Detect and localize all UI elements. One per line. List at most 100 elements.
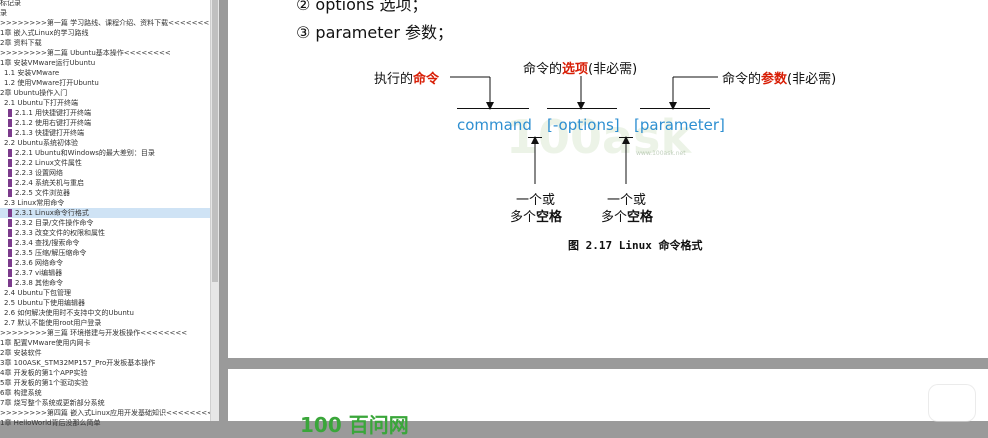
label-options: 命令的选项(非必需) [523,62,638,77]
toc-item[interactable]: 2.2.1 Ubuntu和Windows的最大差别：目录 [0,148,210,158]
toc-item-label: 4章 开发板的第1个APP实验 [0,369,88,377]
toc-item-label: 2.2.5 文件浏览器 [15,189,71,197]
toc-item[interactable]: 3章 100ASK_STM32MP157_Pro开发板基本操作 [0,358,210,368]
space-label-2-line2: 多个空格 [601,210,654,225]
toc-item[interactable]: 6章 构建系统 [0,388,210,398]
toc-item[interactable]: 2.2.5 文件浏览器 [0,188,210,198]
toc-item-label: 2.2.4 系统关机与重启 [15,179,85,187]
toc-item[interactable]: 2.4 Ubuntu下包管理 [0,288,210,298]
toc-item[interactable]: 2.3.8 其他命令 [0,278,210,288]
toc-item[interactable]: 1章 HelloWorld背后没那么简单 [0,418,210,428]
bookmark-icon [8,159,12,167]
toc-item[interactable]: 2.2.3 设置网络 [0,168,210,178]
toc-item[interactable]: 2.3.2 目录/文件操作命令 [0,218,210,228]
toc-item[interactable]: 2.1 Ubuntu下打开终端 [0,98,210,108]
toc-item[interactable]: 2.1.2 使用右键打开终端 [0,118,210,128]
space-label-2-line1: 一个或 [607,193,647,208]
toc-item-label: 2.1 Ubuntu下打开终端 [4,99,78,107]
parameter-line: ③ parameter 参数； [296,23,453,42]
toc-item[interactable]: 2.3.1 Linux命令行格式 [0,208,210,218]
toc-item[interactable]: 2.3.4 查找/搜索命令 [0,238,210,248]
label-command: 执行的命令 [374,72,440,87]
options-text: [-options] [547,116,620,134]
sidebar-scrollbar-thumb[interactable] [212,0,218,282]
toc-item[interactable]: 1.1 安装VMware [0,68,210,78]
toc-item-label: 录 [0,9,7,17]
toc-item[interactable]: >>>>>>>>第三篇 环境搭建与开发板操作<<<<<<<< [0,328,210,338]
bookmark-icon [8,239,12,247]
toc-item[interactable]: 标记录 [0,0,210,8]
toc-item[interactable]: 2.2.2 Linux文件属性 [0,158,210,168]
toc-item-label: >>>>>>>>第一篇 学习路线、课程介绍、资料下载<<<<<<<< [0,19,216,27]
toc-item-label: 2.4 Ubuntu下包管理 [4,289,71,297]
bookmark-icon [8,259,12,267]
toc-item-label: 2.1.1 用快捷键打开终端 [15,109,92,117]
next-page: 100 百问网 [228,369,988,437]
toc-item[interactable]: 1章 配置VMware使用内网卡 [0,338,210,348]
toc-item[interactable]: >>>>>>>>第四篇 嵌入式Linux应用开发基础知识<<<<<<<< [0,408,213,418]
toc-item-label: 2.2.3 设置网络 [15,169,64,177]
bookmark-icon [8,279,12,287]
toc-item[interactable]: 1.2 使用VMware打开Ubuntu [0,78,210,88]
toc-item-label: 1章 配置VMware使用内网卡 [0,339,91,347]
options-bar [547,108,617,109]
toc-item[interactable]: 2.2.4 系统关机与重启 [0,178,210,188]
toc-item[interactable]: 2.5 Ubuntu下使用编辑器 [0,298,210,308]
toc-item-label: >>>>>>>>第三篇 环境搭建与开发板操作<<<<<<<< [0,329,188,337]
command-text: command [457,116,532,134]
bookmark-icon [8,219,12,227]
bookmark-icon [8,229,12,237]
toc-item-label: 2.5 Ubuntu下使用编辑器 [4,299,85,307]
parameter-bar [640,108,710,109]
toc-item[interactable]: 7章 烧写整个系统或更新部分系统 [0,398,210,408]
watermark-url: www.100ask.net [636,150,686,157]
space-label-1-line1: 一个或 [516,193,556,208]
toc-item-label: 2章 资料下载 [0,39,42,47]
toc-item-label: 2.2 Ubuntu系统初体验 [4,139,78,147]
toc-item[interactable]: 2章 资料下载 [0,38,210,48]
toc-item[interactable]: 1章 嵌入式Linux的学习路线 [0,28,210,38]
toc-item[interactable]: 2.1.3 快捷键打开终端 [0,128,210,138]
bookmark-icon [8,249,12,257]
toc-item[interactable]: 4章 开发板的第1个APP实验 [0,368,210,378]
toc-item-label: 2章 Ubuntu操作入门 [0,89,68,97]
toc-item-label: 2.1.3 快捷键打开终端 [15,129,85,137]
toc-item-label: 1章 HelloWorld背后没那么简单 [0,419,101,427]
toc-item[interactable]: 2章 Ubuntu操作入门 [0,88,210,98]
toc-item[interactable]: 2.6 如何解决使用时不支持中文的Ubuntu [0,308,210,318]
bookmark-icon [8,109,12,117]
options-line: ② options 选项； [296,0,428,14]
toc-item[interactable]: 2.3.7 vi编辑器 [0,268,210,278]
toc-item[interactable]: 1章 安装VMware运行Ubuntu [0,58,210,68]
toc-item[interactable]: >>>>>>>>第一篇 学习路线、课程介绍、资料下载<<<<<<<< [0,18,215,28]
next-page-logo: 100 百问网 [300,413,409,437]
toc-item[interactable]: 2.3 Linux常用命令 [0,198,210,208]
toc-item[interactable]: 2章 安装软件 [0,348,210,358]
toc-item[interactable]: 2.3.3 改变文件的权限和属性 [0,228,210,238]
sidebar-scrollbar[interactable] [210,0,219,421]
parameter-text: [parameter] [634,116,725,134]
figure-caption: 图 2.17 Linux 命令格式 [568,239,703,252]
space-label-1-line2: 多个空格 [510,210,563,225]
toc-item-label: 5章 开发板的第1个驱动实验 [0,379,89,387]
toc-item[interactable]: 2.2 Ubuntu系统初体验 [0,138,210,148]
toc-item-label: 2.3 Linux常用命令 [4,199,65,207]
toc-item-label: 标记录 [0,0,21,7]
toc-item[interactable]: 2.1.1 用快捷键打开终端 [0,108,210,118]
label-parameter: 命令的参数(非必需) [722,72,837,87]
toc-item[interactable]: 5章 开发板的第1个驱动实验 [0,378,210,388]
toc-item[interactable]: 2.3.6 网络命令 [0,258,210,268]
toc-item-label: 2.6 如何解决使用时不支持中文的Ubuntu [4,309,134,317]
toc-item[interactable]: 2.3.5 压缩/解压缩命令 [0,248,210,258]
toc-item-label: 2.3.4 查找/搜索命令 [15,239,80,247]
toc-item-label: 1章 嵌入式Linux的学习路线 [0,29,89,37]
bookmark-icon [8,209,12,217]
play-button[interactable] [928,384,976,422]
toc-item-label: 2.3.5 压缩/解压缩命令 [15,249,87,257]
toc-item[interactable]: 2.7 默认不能使用root用户登录 [0,318,210,328]
toc-item-label: 2.3.6 网络命令 [15,259,64,267]
toc-item[interactable]: 录 [0,8,210,18]
toc-item[interactable]: >>>>>>>>第二篇 Ubuntu基本操作<<<<<<<< [0,48,210,58]
toc-item-label: 2.3.2 目录/文件操作命令 [15,219,94,227]
toc-item-label: 2.1.2 使用右键打开终端 [15,119,92,127]
